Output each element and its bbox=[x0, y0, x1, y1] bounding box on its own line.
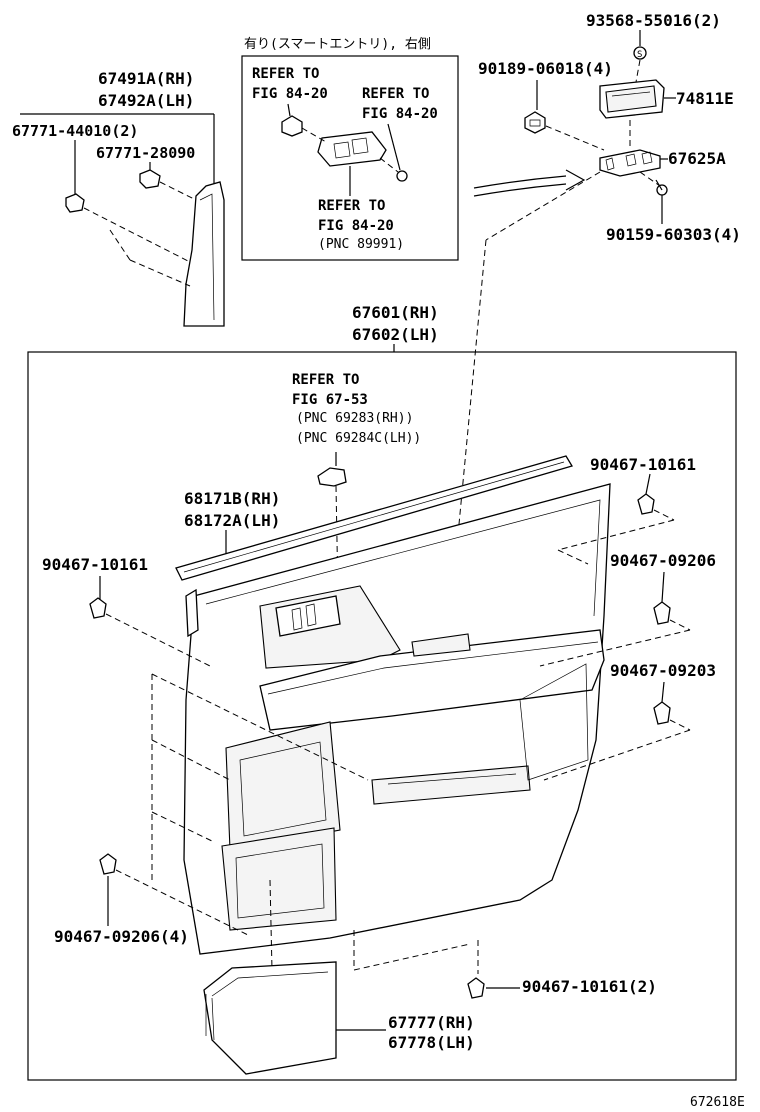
inset-ref2-line2: FIG 84-20 bbox=[362, 106, 438, 122]
screw-s-icon bbox=[633, 46, 647, 60]
clip-icon bbox=[89, 597, 107, 619]
inset-bracket-icon bbox=[317, 131, 387, 167]
label-68172a: 68172A(LH) bbox=[184, 511, 280, 530]
inset-heading: 有り(スマートエントリ), 右側 bbox=[244, 37, 431, 52]
clip-icon bbox=[99, 853, 117, 875]
label-90159-60303: 90159-60303(4) bbox=[606, 225, 741, 244]
label-67771-44010: 67771-44010(2) bbox=[12, 122, 138, 140]
label-67492a: 67492A(LH) bbox=[98, 91, 194, 110]
clip-icon bbox=[637, 493, 655, 515]
label-93568-55016: 93568-55016(2) bbox=[586, 11, 721, 30]
clip-icon bbox=[653, 601, 671, 625]
inset-ref1-line2: FIG 84-20 bbox=[252, 86, 328, 102]
label-90467-10161-a: 90467-10161 bbox=[590, 455, 696, 474]
clip-icon bbox=[139, 169, 161, 189]
inset-screw-icon bbox=[396, 170, 408, 182]
inset-box bbox=[241, 55, 459, 261]
label-90189-06018: 90189-06018(4) bbox=[478, 59, 613, 78]
switch-bezel-74811e bbox=[599, 79, 665, 119]
clip-icon bbox=[524, 111, 546, 134]
inset-ref1-line1: REFER TO bbox=[252, 66, 319, 82]
refer-main-line4: (PNC 69284C(LH)) bbox=[296, 431, 421, 446]
label-90467-10161-c: 90467-10161(2) bbox=[522, 977, 657, 996]
label-90467-09206-a: 90467-09206 bbox=[610, 551, 716, 570]
inset-ref2-line1: REFER TO bbox=[362, 86, 429, 102]
label-67602: 67602(LH) bbox=[352, 325, 439, 344]
pocket-box-67777 bbox=[203, 961, 337, 1075]
figure-id: 672618E bbox=[690, 1095, 745, 1110]
inset-ref3-line3: (PNC 89991) bbox=[318, 237, 404, 252]
refer-main-line2: FIG 67-53 bbox=[292, 392, 368, 408]
label-67777: 67777(RH) bbox=[388, 1013, 475, 1032]
weatherstrip-68171b bbox=[175, 455, 573, 581]
main-frame bbox=[27, 351, 737, 1081]
switch-base-67625a bbox=[599, 149, 661, 177]
label-67778: 67778(LH) bbox=[388, 1033, 475, 1052]
label-90467-10161-b: 90467-10161 bbox=[42, 555, 148, 574]
door-trim-panel-67601 bbox=[183, 483, 611, 955]
label-90467-09203: 90467-09203 bbox=[610, 661, 716, 680]
refer-main-line1: REFER TO bbox=[292, 372, 359, 388]
arrow-icon bbox=[473, 169, 586, 197]
label-74811e: 74811E bbox=[676, 89, 734, 108]
refer-main-line3: (PNC 69283(RH)) bbox=[296, 411, 413, 426]
connector-icon bbox=[317, 467, 347, 487]
clip-icon bbox=[65, 193, 85, 213]
clip-icon bbox=[467, 977, 485, 999]
pillar-garnish-67491a bbox=[183, 181, 225, 327]
label-67771-28090: 67771-28090 bbox=[96, 144, 195, 162]
inset-ref3-line2: FIG 84-20 bbox=[318, 218, 394, 234]
s-mark: S bbox=[637, 50, 642, 60]
label-67601: 67601(RH) bbox=[352, 303, 439, 322]
label-67491a: 67491A(RH) bbox=[98, 69, 194, 88]
screw-icon bbox=[655, 179, 668, 196]
label-68171b: 68171B(RH) bbox=[184, 489, 280, 508]
label-67625a: 67625A bbox=[668, 149, 726, 168]
label-90467-09206-b: 90467-09206(4) bbox=[54, 927, 189, 946]
inset-clip-icon bbox=[281, 115, 303, 137]
clip-icon bbox=[653, 701, 671, 725]
inset-ref3-line1: REFER TO bbox=[318, 198, 385, 214]
